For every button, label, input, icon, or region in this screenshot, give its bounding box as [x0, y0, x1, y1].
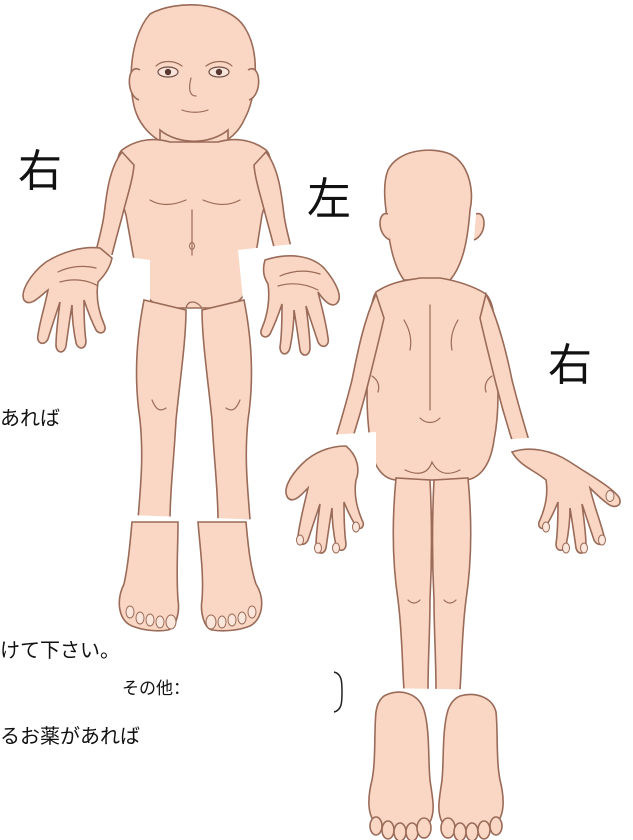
front-right-label: 右	[18, 146, 62, 197]
back-soles	[360, 688, 520, 840]
back-right-hand	[500, 432, 621, 570]
back-left-hand	[270, 432, 376, 565]
back-left-label: 左	[307, 174, 351, 225]
front-head	[128, 4, 260, 151]
back-right-label: 右	[548, 340, 592, 391]
front-left-hand	[238, 240, 350, 370]
text-line-3: その他：	[122, 679, 190, 699]
front-body-figure	[0, 4, 350, 635]
bracket	[333, 671, 343, 713]
front-legs	[135, 299, 253, 521]
front-feet	[118, 515, 270, 635]
text-line-1: あれば	[0, 406, 60, 430]
text-line-2: けて下さい。	[0, 638, 120, 662]
front-right-hand	[0, 240, 150, 353]
back-body-figure	[270, 149, 621, 840]
text-line-4: るお薬があれば	[0, 724, 140, 748]
